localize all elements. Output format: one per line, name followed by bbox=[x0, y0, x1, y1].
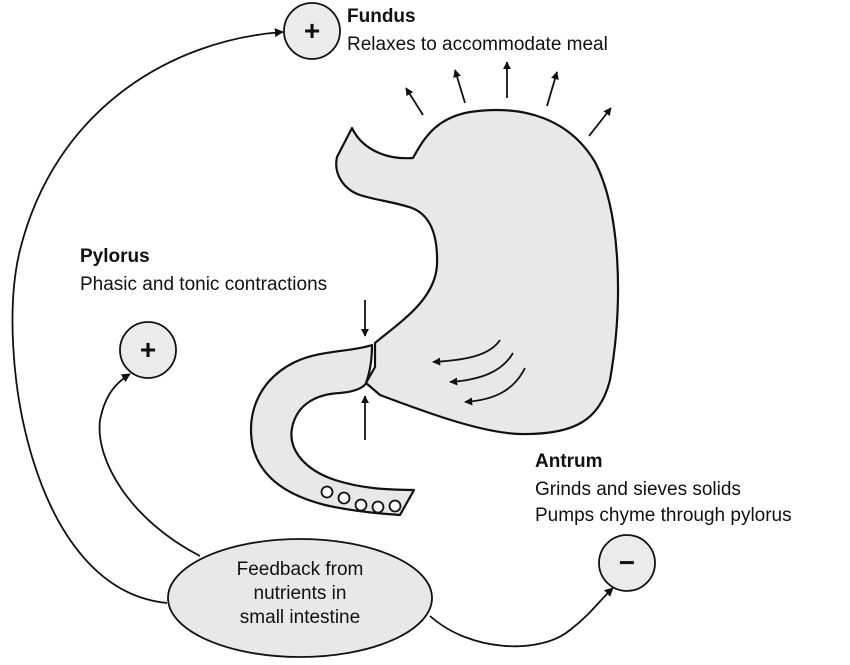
nutrient-particle bbox=[320, 485, 334, 499]
nutrient-particle bbox=[388, 499, 402, 513]
feedback-line-1: Feedback from bbox=[236, 559, 364, 580]
pylorus-sign-circle bbox=[119, 321, 177, 379]
nutrient-particle bbox=[354, 498, 368, 512]
feedback-line-2: nutrients in bbox=[253, 582, 347, 604]
fundus-description: Relaxes to accommodate meal bbox=[347, 34, 608, 55]
nutrient-particles bbox=[320, 485, 402, 514]
feedback-arrow-fundus bbox=[11, 28, 284, 604]
feedback-arrow-pylorus bbox=[98, 373, 201, 557]
antrum-title: Antrum bbox=[535, 451, 603, 472]
stomach-shape bbox=[335, 108, 620, 436]
antrum-contraction-arrows bbox=[432, 339, 526, 406]
feedback-line-3: small intestine bbox=[239, 606, 361, 628]
nutrient-particle bbox=[337, 491, 351, 505]
fundus-plus-sign: + bbox=[303, 15, 321, 46]
fundus-title: Fundus bbox=[347, 6, 416, 27]
pylorus-description: Phasic and tonic contractions bbox=[80, 274, 328, 295]
pylorus-plus-sign: + bbox=[139, 334, 157, 365]
duodenum-shape bbox=[249, 343, 416, 517]
feedback-arrow-antrum bbox=[429, 587, 614, 648]
antrum-description-line-2: Pumps chyme through pylorus bbox=[535, 505, 792, 526]
feedback-ellipse bbox=[167, 538, 433, 658]
antrum-minus-sign: − bbox=[618, 547, 636, 578]
feedback-label: Feedback from nutrients in small intesti… bbox=[180, 558, 420, 629]
fundus-relax-arrows bbox=[405, 61, 612, 137]
pylorus-title: Pylorus bbox=[80, 246, 150, 267]
fundus-sign-circle bbox=[283, 2, 341, 60]
nutrient-particle bbox=[371, 500, 385, 514]
antrum-sign-circle bbox=[598, 534, 656, 592]
antrum-description-line-1: Grinds and sieves solids bbox=[535, 479, 741, 500]
